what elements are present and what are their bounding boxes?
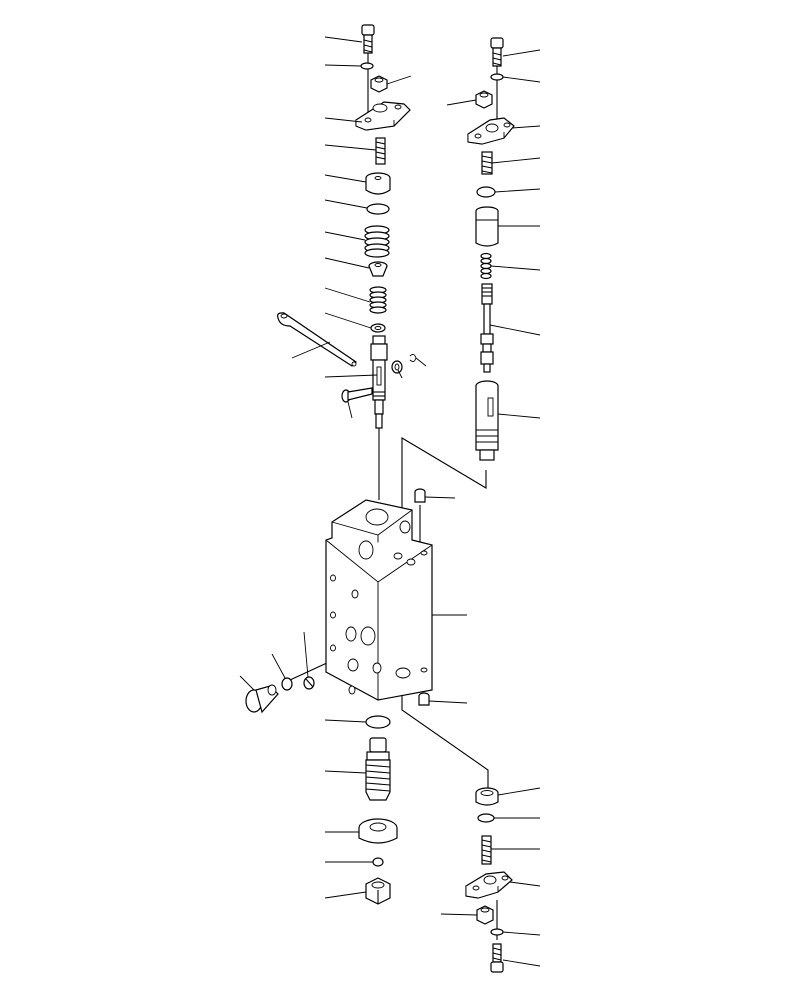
spring-large-left	[364, 225, 390, 258]
piston-right	[475, 206, 499, 247]
spring-small-top-left	[375, 137, 386, 165]
cap-screw-top-left	[361, 24, 375, 54]
valve-cartridge-bottom	[365, 737, 391, 801]
washer-left-small	[391, 360, 403, 374]
leader-lines-left	[239, 36, 478, 916]
spool-stem-left	[370, 335, 388, 429]
clip-left	[409, 353, 417, 363]
sleeve-right	[475, 380, 499, 461]
nut-top-right	[475, 90, 493, 109]
nut-bottom-right	[476, 905, 494, 925]
flange-top-right	[467, 117, 515, 145]
cap-screw-top-right	[490, 37, 504, 67]
washer-top-left	[360, 62, 374, 70]
o-ring-side	[281, 677, 293, 691]
assembly-axis-lines	[289, 50, 498, 940]
washer-bottom-right	[490, 928, 504, 936]
cap-nut-bottom-left	[365, 877, 391, 905]
spool-right	[480, 283, 494, 373]
flange-top-left	[355, 101, 411, 131]
spring-seat-left	[368, 261, 388, 277]
flange-bottom-right	[465, 871, 513, 899]
washer-top-right	[490, 73, 504, 81]
pin-left	[341, 387, 373, 403]
lock-nut-large	[358, 818, 398, 844]
ball-bottom-left	[372, 857, 384, 867]
washer-left-mid	[370, 323, 386, 333]
spring-medium-left	[369, 286, 387, 314]
valve-body	[325, 499, 433, 701]
spring-small-top-right	[481, 151, 493, 175]
nut-top-left	[370, 75, 388, 93]
lever-arm	[277, 312, 357, 367]
plug-top-body	[414, 488, 426, 503]
spring-bottom-right	[481, 835, 492, 865]
o-ring-right-1	[476, 186, 496, 198]
o-ring-bottom-left	[365, 715, 391, 729]
spring-thin-right	[480, 252, 492, 280]
o-ring-left-1	[366, 203, 390, 215]
orifice-side	[303, 676, 315, 690]
seat-bottom-right	[475, 787, 499, 806]
cap-top-left	[365, 172, 391, 195]
leader-lines-right	[386, 49, 541, 967]
o-ring-bottom-right	[477, 813, 495, 823]
plug-bottom-body	[418, 692, 430, 706]
cap-screw-bottom-right	[490, 943, 504, 973]
plug-side	[245, 684, 279, 714]
